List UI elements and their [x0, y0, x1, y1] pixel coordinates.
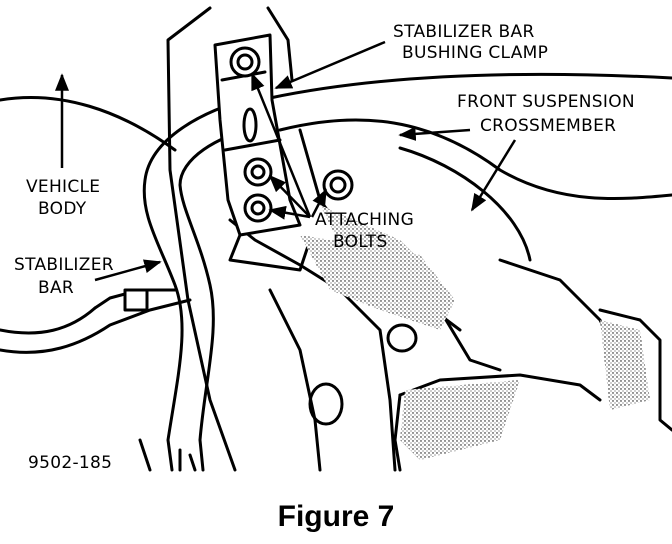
bolts-label-line2: BOLTS: [333, 232, 388, 252]
bolts-label-line1: ATTACHING: [315, 210, 414, 230]
figure-caption: Figure 7: [277, 500, 395, 533]
body-label-line1: VEHICLE: [26, 177, 100, 197]
clamp-label-line1: STABILIZER BAR: [393, 22, 535, 42]
diagram-drawing: STABILIZER BAR BUSHING CLAMP FRONT SUSPE…: [0, 6, 672, 473]
body-label-line2: BODY: [38, 199, 87, 219]
stabilizer-bar-outline: [142, 94, 262, 472]
crossmember-label-line2: CROSSMEMBER: [480, 116, 616, 136]
clamp-label-line2: BUSHING CLAMP: [402, 43, 548, 63]
crossmember-label-line1: FRONT SUSPENSION: [457, 92, 635, 112]
vehicle-body-outline: [166, 6, 237, 472]
part-number: 9502-185: [28, 453, 112, 473]
stabilizer-label-line1: STABILIZER: [14, 255, 114, 275]
stabilizer-label-line2: BAR: [38, 278, 74, 298]
crossmember-outline: [268, 72, 672, 100]
